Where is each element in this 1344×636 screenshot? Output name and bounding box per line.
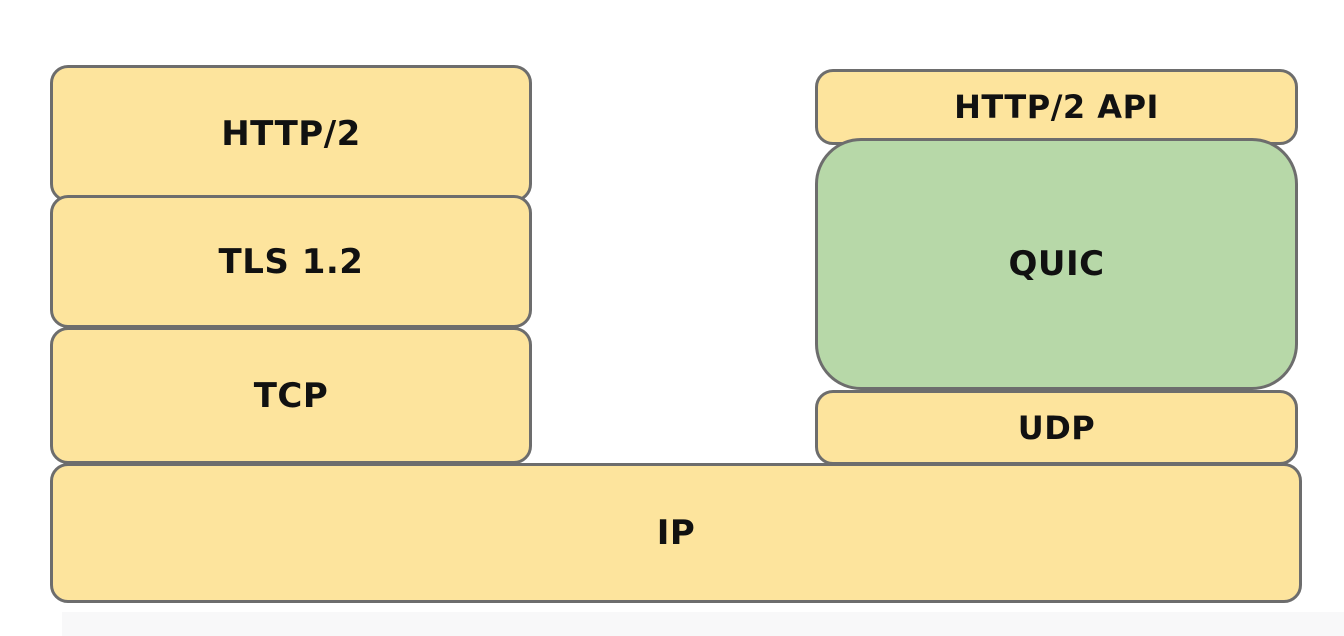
quic-layer: QUIC: [815, 138, 1298, 390]
ip-label: IP: [656, 513, 696, 553]
tcp-layer: TCP: [50, 327, 532, 464]
quic-label: QUIC: [1008, 244, 1105, 284]
tls-layer: TLS 1.2: [50, 195, 532, 328]
tcp-label: TCP: [253, 375, 329, 416]
http2-label: HTTP/2: [221, 113, 361, 154]
tls-label: TLS 1.2: [218, 241, 364, 282]
udp-layer: UDP: [815, 390, 1298, 465]
http2-layer: HTTP/2: [50, 65, 532, 202]
background-band: [62, 612, 1344, 636]
http2-api-layer: HTTP/2 API: [815, 69, 1298, 145]
http2-api-label: HTTP/2 API: [954, 88, 1159, 126]
udp-label: UDP: [1017, 408, 1096, 447]
ip-layer: IP: [50, 463, 1302, 603]
